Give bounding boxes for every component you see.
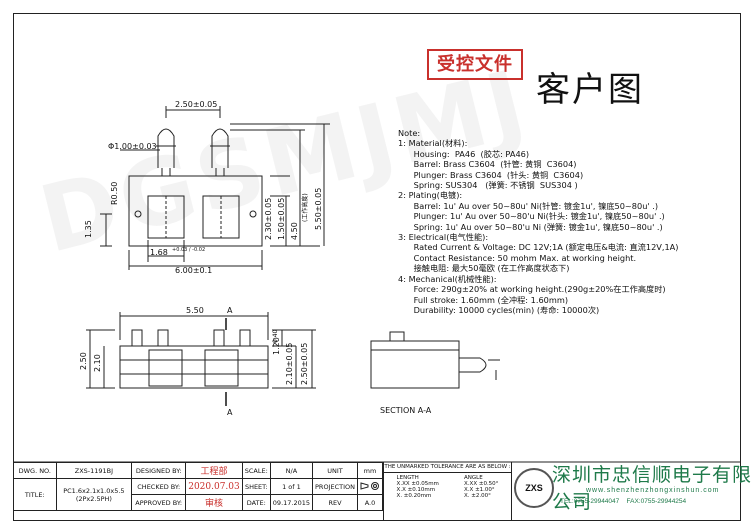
scale-label: SCALE: [241, 462, 271, 479]
dim-168: 1.68 [150, 248, 168, 257]
dim-210: 2.10 [93, 354, 102, 372]
date-value: 09.17.2015 [269, 494, 314, 511]
notes-line: Barrel: 1u' Au over 50~80u' Ni(针管: 镀金1u'… [398, 200, 659, 211]
dim-040: 0.40 [272, 329, 279, 343]
approved-by-stamp: 审核 [204, 499, 223, 509]
rev-value: A.0 [357, 494, 383, 511]
company-url: www.shenzhenzhongxinshun.com [586, 487, 720, 494]
tolerance-heading: THE UNMARKED TOLERANCE ARE AS BELOW : [384, 462, 511, 473]
notes-line: 4: Mechanical(机械性能): [398, 273, 497, 284]
dim-230: 2.30±0.05 [264, 197, 273, 240]
notes-line: Housing: PA46 (胶芯: PA46) [398, 148, 530, 159]
company-name: 深圳市忠信顺电子有限公司 [552, 464, 753, 513]
dim-550: 5.50 [186, 306, 204, 315]
length-tol-2: X.X ±0.10mm [396, 487, 436, 493]
dim-450-note: (工作高度) [302, 193, 309, 222]
angle-tol-1: X.XX ±0.50° [464, 481, 499, 487]
designed-by-label: DESIGNED BY: [131, 462, 187, 479]
title-label: TITLE: [13, 478, 57, 511]
dim-600: 6.00±0.1 [175, 266, 213, 275]
logo-text: ZXS [525, 483, 543, 493]
notes-line: Spring: 1u' Au over 50~80'u Ni (弹簧: 镀金1u… [398, 221, 663, 232]
notes-line: Force: 290g±20% at working height.(290g±… [398, 284, 666, 295]
dim-250: 2.50 [79, 352, 88, 370]
angle-tol-3: X. ±2.00° [464, 493, 491, 499]
notes-line: Durability: 10000 cycles(min) (寿命: 10000… [398, 304, 600, 315]
notes-line: 接触电阻: 最大50毫欧 (在工作高度状态下) [398, 263, 570, 274]
section-view-title: SECTION A-A [380, 406, 432, 415]
dwg-no-label: DWG. NO. [13, 462, 57, 479]
notes-heading: Note: [398, 128, 421, 138]
top-view-drawing [100, 106, 330, 270]
length-tol-1: X.XX ±0.05mm [396, 481, 439, 487]
dim-210-tol: 2.10±0.05 [285, 342, 294, 385]
company-contact: TEL:0755-29944047 FAX:0755-29944254 [560, 498, 686, 505]
notes-line: 1: Material(材料): [398, 138, 468, 149]
dim-135: 1.35 [84, 220, 93, 238]
drawing-sheet-border [13, 13, 741, 521]
angle-column: ANGLE X.XX ±0.50° X.X ±1.00° X. ±2.00° [464, 475, 498, 499]
title-block-table: DWG. NO. ZXS-1191BJ DESIGNED BY: 工程部 SCA… [13, 462, 383, 511]
dim-pin-diameter: Φ1.00±0.03 [108, 142, 157, 151]
dim-550-vertical: 5.50±0.05 [314, 187, 323, 230]
section-view-drawing [370, 331, 500, 389]
section-mark-top: A [227, 306, 233, 315]
checked-by-label: CHECKED BY: [131, 478, 187, 495]
length-label: LENGTH [396, 475, 419, 481]
notes-line: Contact Resistance: 50 mohm Max. at work… [398, 252, 637, 263]
front-view-drawing [86, 312, 316, 406]
title-value: PC1.6x2.1x1.0x5.5(2Px2.5PH) [55, 478, 133, 511]
dwg-no-value: ZXS-1191BJ [55, 462, 133, 479]
company-fax: FAX:0755-29944254 [626, 498, 687, 505]
angle-tol-2: X.X ±1.00° [464, 487, 495, 493]
designed-by-stamp: 工程部 [200, 467, 228, 477]
notes-line: Barrel: Brass C3604 (针管: 黄铜 C3604) [398, 159, 577, 170]
rev-label: REV [312, 494, 358, 511]
dim-250-tol: 2.50±0.05 [300, 342, 309, 385]
unit-label: UNIT [312, 462, 358, 479]
tolerance-block: THE UNMARKED TOLERANCE ARE AS BELOW : LE… [383, 462, 512, 521]
notes-line: Spring: SUS304 (弹簧: 不锈钢 SUS304 ) [398, 180, 578, 191]
approved-by-label: APPROVED BY: [131, 494, 187, 511]
unit-value: mm [357, 462, 383, 479]
notes-line: Plunger: Brass C3604 (针头: 黄铜 C3604) [398, 169, 584, 180]
company-tel: TEL:0755-29944047 [560, 498, 620, 505]
notes-line: 2: Plating(电镀): [398, 190, 463, 201]
angle-label: ANGLE [464, 475, 483, 481]
dim-150: 1.50±0.05 [277, 197, 286, 240]
controlled-document-stamp: 受控文件 [427, 49, 523, 80]
notes-block: Note:1: Material(材料): Housing: PA46 (胶芯:… [398, 128, 678, 315]
sheet-value: 1 of 1 [269, 478, 314, 495]
checked-by-value: 2020.07.03 [185, 478, 243, 495]
projection-symbol [357, 478, 383, 495]
title-line-1: PC1.6x2.1x1.0x5.5 [63, 486, 125, 495]
notes-line: 3: Electrical(电气性能): [398, 232, 489, 243]
notes-line: Plunger: 1u' Au over 50~80'u Ni(针头: 镀金1u… [398, 211, 665, 222]
approved-by-value: 审核 [185, 494, 243, 511]
section-mark-bottom: A [227, 408, 233, 417]
checked-date-stamp: 2020.07.03 [188, 481, 240, 492]
projection-icon [360, 481, 379, 490]
notes-line: Rated Current & Voltage: DC 12V;1A (额定电压… [398, 242, 679, 253]
length-tol-3: X. ±0.20mm [396, 493, 432, 499]
dim-450: 4.50 [290, 222, 299, 240]
sheet-label: SHEET: [241, 478, 271, 495]
projection-label: PROJECTION [312, 478, 358, 495]
date-label: DATE: [241, 494, 271, 511]
scale-value: N/A [269, 462, 314, 479]
dim-168-tolerance: +0.03 / -0.02 [172, 247, 206, 253]
dim-pitch-top: 2.50±0.05 [175, 100, 218, 109]
page-title: 客户图 [536, 70, 644, 110]
designed-by-value: 工程部 [185, 462, 243, 479]
length-column: LENGTH X.XX ±0.05mm X.X ±0.10mm X. ±0.20… [397, 475, 439, 499]
notes-line: Full stroke: 1.60mm (全冲程: 1.60mm) [398, 294, 569, 305]
company-logo-icon: ZXS [514, 468, 554, 508]
title-line-2: (2Px2.5PH) [75, 494, 112, 503]
dim-radius: R0.50 [110, 181, 119, 205]
